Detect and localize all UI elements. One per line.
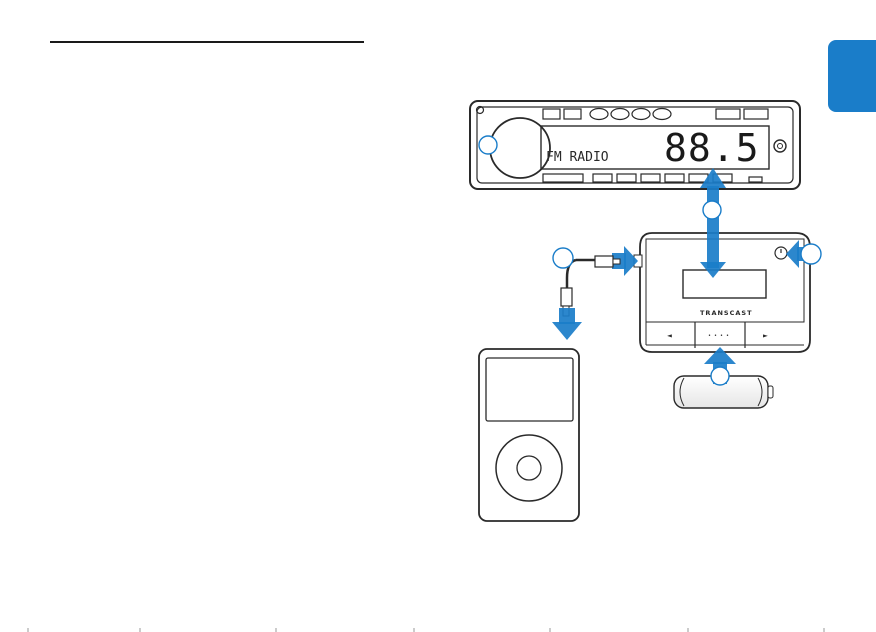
media-player [479,349,579,521]
step-marker-cable [553,248,573,268]
arrow-player-in [552,308,582,340]
step-marker-power [801,244,821,264]
prev-icon: ◄ [667,331,672,340]
audio-cable [553,248,620,316]
step-marker-radio [479,136,497,154]
cable-plug-right [595,256,613,267]
cable-plug-bottom [561,288,572,306]
transmitter-brand: TRANSCAST [700,309,753,317]
radio-band-label: FM RADIO [546,150,609,165]
fm-transmitter: TRANSCAST ◄ • • • • ► [634,233,810,352]
step-marker-tune [703,201,721,219]
next-icon: ► [763,331,768,340]
center-dots: • • • • [708,333,729,339]
step-marker-battery [711,367,729,385]
car-radio: FM RADIO 88.5 [470,101,800,189]
player-center-button [517,456,541,480]
player-screen [486,358,573,421]
transmitter-display [683,270,766,298]
radio-frequency: 88.5 [664,126,760,170]
crop-marks [28,628,824,632]
